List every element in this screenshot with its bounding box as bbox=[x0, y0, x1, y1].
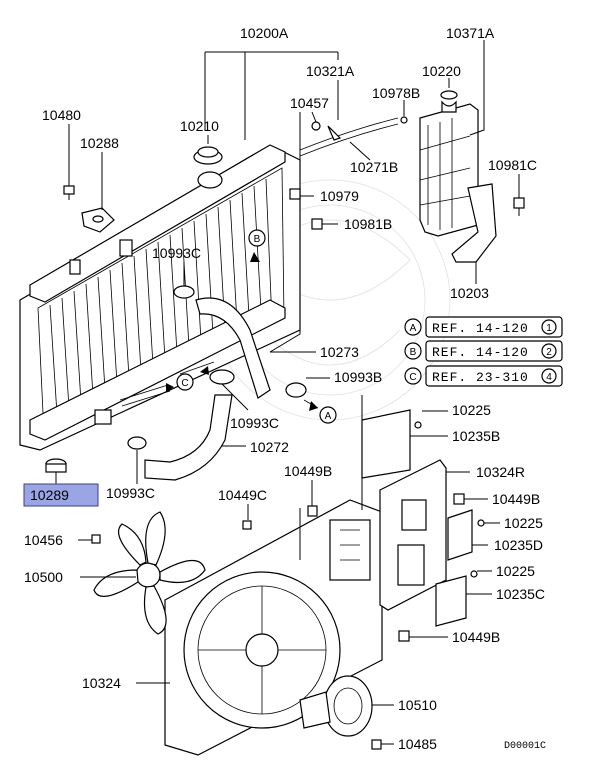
label-10993B[interactable]: 10993B bbox=[334, 369, 382, 385]
marker-B[interactable]: B bbox=[248, 229, 266, 247]
label-10993C-low[interactable]: 10993C bbox=[106, 485, 155, 501]
ref-C-text: REF. 23-310 bbox=[432, 370, 529, 385]
bolt-10981C[interactable] bbox=[513, 197, 525, 216]
ref-box-C[interactable]: C REF. 23-310 4 bbox=[404, 365, 563, 387]
ref-A-letter: A bbox=[410, 323, 417, 334]
shroud-side[interactable] bbox=[379, 459, 447, 611]
label-10500[interactable]: 10500 bbox=[24, 569, 63, 585]
drain-plug-10289[interactable] bbox=[45, 458, 67, 473]
ref-C-letter: C bbox=[409, 372, 416, 383]
ref-B-letter: B bbox=[410, 347, 417, 358]
ref-box-A[interactable]: A REF. 14-120 1 bbox=[404, 316, 563, 338]
ref-A-text: REF. 14-120 bbox=[432, 321, 529, 336]
bolt-10480[interactable] bbox=[63, 185, 75, 200]
reservoir-tank[interactable] bbox=[419, 103, 479, 237]
reservoir-bracket[interactable] bbox=[451, 183, 497, 263]
seal-pad-10235D[interactable] bbox=[447, 509, 473, 561]
label-10978B[interactable]: 10978B bbox=[372, 85, 420, 101]
label-10289[interactable]: 10289 bbox=[30, 487, 69, 503]
diagram-code: D00001C bbox=[504, 741, 546, 752]
label-10993C-top[interactable]: 10993C bbox=[152, 245, 201, 261]
label-10271B[interactable]: 10271B bbox=[350, 159, 398, 175]
label-10225-c[interactable]: 10225 bbox=[496, 563, 535, 579]
radiator[interactable] bbox=[19, 144, 301, 451]
label-10981C[interactable]: 10981C bbox=[488, 157, 537, 173]
label-10510[interactable]: 10510 bbox=[398, 697, 437, 713]
seal-pad-10235C[interactable] bbox=[435, 575, 467, 627]
label-10272[interactable]: 10272 bbox=[250, 439, 289, 455]
label-10273[interactable]: 10273 bbox=[320, 344, 359, 360]
marker-C-text: C bbox=[181, 378, 188, 389]
label-10449B-right[interactable]: 10449B bbox=[492, 491, 540, 507]
lower-hose[interactable] bbox=[144, 394, 233, 481]
label-10449B-top[interactable]: 10449B bbox=[284, 463, 332, 479]
marker-A-text: A bbox=[325, 411, 332, 422]
label-10480[interactable]: 10480 bbox=[42, 107, 81, 123]
label-10485[interactable]: 10485 bbox=[398, 736, 437, 752]
ref-B-text: REF. 14-120 bbox=[432, 345, 529, 360]
label-10235B[interactable]: 10235B bbox=[452, 428, 500, 444]
bolts[interactable] bbox=[91, 421, 485, 750]
label-10371A[interactable]: 10371A bbox=[446, 25, 495, 41]
label-10979[interactable]: 10979 bbox=[320, 188, 359, 204]
part-labels: 10200A 10371A 10321A 10220 10480 10210 1… bbox=[24, 25, 545, 752]
label-10981B[interactable]: 10981B bbox=[344, 216, 392, 232]
label-10235D[interactable]: 10235D bbox=[494, 537, 543, 553]
radiator-cap[interactable] bbox=[193, 146, 223, 165]
label-10457[interactable]: 10457 bbox=[290, 95, 329, 111]
fan-shroud[interactable] bbox=[164, 499, 383, 756]
radiator-fins bbox=[49, 178, 273, 431]
leader-lines bbox=[55, 40, 520, 745]
fan-motor[interactable] bbox=[299, 675, 373, 737]
marker-A[interactable]: A bbox=[319, 406, 337, 424]
label-10449B-low[interactable]: 10449B bbox=[452, 629, 500, 645]
marker-C[interactable]: C bbox=[176, 373, 194, 391]
ref-A-num: 1 bbox=[546, 323, 552, 334]
label-10225-b[interactable]: 10225 bbox=[504, 515, 543, 531]
small-clamps[interactable] bbox=[289, 116, 408, 230]
ref-C-num: 4 bbox=[546, 372, 552, 383]
ref-box-B[interactable]: B REF. 14-120 2 bbox=[404, 340, 563, 362]
label-10210[interactable]: 10210 bbox=[180, 118, 219, 134]
upper-hose[interactable] bbox=[195, 297, 271, 399]
ref-B-num: 2 bbox=[546, 347, 552, 358]
cooler-lines bbox=[119, 252, 319, 411]
label-10288[interactable]: 10288 bbox=[80, 135, 119, 151]
marker-B-text: B bbox=[254, 234, 261, 245]
label-10203[interactable]: 10203 bbox=[450, 285, 489, 301]
label-10225-a[interactable]: 10225 bbox=[452, 402, 491, 418]
seal-pad-10235B[interactable] bbox=[361, 409, 411, 479]
label-10321A[interactable]: 10321A bbox=[306, 63, 355, 79]
label-10235C[interactable]: 10235C bbox=[496, 586, 545, 602]
hose-clamps[interactable] bbox=[127, 285, 307, 450]
label-10324R[interactable]: 10324R bbox=[476, 464, 525, 480]
highlight-10289[interactable]: 10289 bbox=[23, 483, 99, 507]
mount-10288[interactable] bbox=[81, 207, 115, 233]
label-10993C-mid[interactable]: 10993C bbox=[230, 415, 279, 431]
reservoir-cap[interactable] bbox=[440, 90, 458, 113]
overflow-hose[interactable] bbox=[299, 117, 399, 157]
label-10449C[interactable]: 10449C bbox=[218, 487, 267, 503]
label-10200A[interactable]: 10200A bbox=[240, 25, 289, 41]
label-10220[interactable]: 10220 bbox=[422, 63, 461, 79]
label-10324[interactable]: 10324 bbox=[82, 675, 121, 691]
label-10456[interactable]: 10456 bbox=[24, 532, 63, 548]
